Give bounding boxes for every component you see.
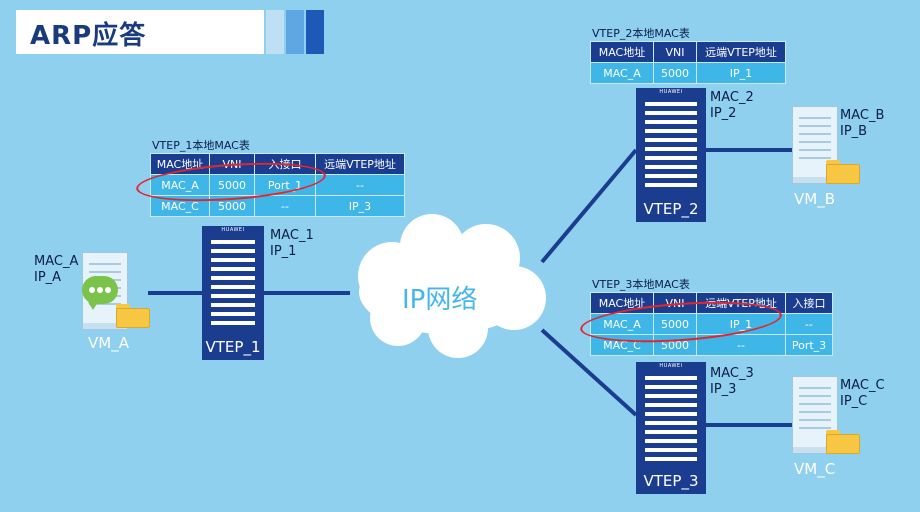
link-cloud-vtep3 [540, 328, 638, 417]
folder-icon [116, 304, 150, 328]
vtep3-table-caption: VTEP_3本地MAC表 [592, 278, 690, 291]
table-cell: IP_3 [315, 195, 405, 217]
table-cell: Port_3 [785, 334, 833, 356]
vtep2-label: VTEP_2 [643, 200, 699, 218]
table-cell: MAC_A [590, 62, 654, 84]
vtep2-switch: HUAWEI VTEP_2 [636, 88, 706, 222]
table-header: 入接口 [254, 153, 316, 175]
cloud-label: IP网络 [402, 285, 478, 315]
vmb-ip: IP_B [840, 124, 868, 139]
link-cloud-vtep2 [540, 148, 638, 264]
table-cell: 5000 [653, 313, 697, 335]
table-cell: 5000 [209, 195, 255, 217]
table-cell: MAC_A [590, 313, 654, 335]
table-header-row: MAC地址 VNI 远端VTEP地址 [590, 41, 786, 63]
vtep3-mac: MAC_3 [710, 366, 754, 381]
vmc-label: VM_C [794, 460, 836, 478]
folder-icon [826, 430, 860, 454]
vtep1-table-caption: VTEP_1本地MAC表 [152, 139, 250, 152]
server-icon [792, 106, 838, 184]
folder-icon [826, 160, 860, 184]
table-header: MAC地址 [590, 292, 654, 314]
vtep2-address: MAC_2 IP_2 [710, 90, 754, 122]
table-row: MAC_A 5000 Port_1 -- [150, 174, 405, 196]
table-cell: -- [254, 195, 316, 217]
table-cell: -- [315, 174, 405, 196]
vma-label: VM_A [88, 334, 129, 352]
table-header-row: MAC地址 VNI 远端VTEP地址 入接口 [590, 292, 833, 314]
table-header: 远端VTEP地址 [315, 153, 405, 175]
vma-ip: IP_A [34, 270, 62, 285]
table-row: MAC_C 5000 -- IP_3 [150, 195, 405, 217]
table-header: VNI [653, 41, 697, 63]
brand-label: HUAWEI [221, 227, 245, 233]
table-cell: 5000 [209, 174, 255, 196]
title-background [16, 10, 264, 54]
vtep2-mac-table: MAC地址 VNI 远端VTEP地址 MAC_A 5000 IP_1 [590, 41, 786, 84]
vtep3-mac-table: MAC地址 VNI 远端VTEP地址 入接口 MAC_A 5000 IP_1 -… [590, 292, 833, 356]
table-cell: IP_1 [696, 62, 786, 84]
vtep1-mac-table: MAC地址 VNI 入接口 远端VTEP地址 MAC_A 5000 Port_1… [150, 153, 405, 217]
vtep1-ip: IP_1 [270, 244, 297, 259]
table-cell: MAC_C [590, 334, 654, 356]
page-title: ARP应答 [30, 21, 147, 51]
vtep1-label: VTEP_1 [205, 338, 261, 356]
vtep2-mac: MAC_2 [710, 90, 754, 105]
vmc-ip: IP_C [840, 394, 868, 409]
vma-mac: MAC_A [34, 254, 79, 269]
table-row: MAC_C 5000 -- Port_3 [590, 334, 833, 356]
table-cell: MAC_C [150, 195, 210, 217]
vtep3-switch: HUAWEI VTEP_3 [636, 362, 706, 494]
table-row: MAC_A 5000 IP_1 [590, 62, 786, 84]
vtep3-label: VTEP_3 [643, 472, 699, 490]
title-stripe [286, 10, 304, 54]
vtep2-ip: IP_2 [710, 106, 737, 121]
table-header: VNI [209, 153, 255, 175]
vtep3-ip: IP_3 [710, 382, 737, 397]
chat-bubble-icon [82, 276, 118, 310]
table-header: 远端VTEP地址 [696, 41, 786, 63]
title-stripe [306, 10, 324, 54]
brand-label: HUAWEI [659, 89, 683, 95]
table-header-row: MAC地址 VNI 入接口 远端VTEP地址 [150, 153, 405, 175]
table-header: 入接口 [785, 292, 833, 314]
table-cell: 5000 [653, 334, 697, 356]
vtep1-switch: HUAWEI VTEP_1 [202, 226, 264, 360]
brand-label: HUAWEI [659, 363, 683, 369]
vtep3-address: MAC_3 IP_3 [710, 366, 754, 398]
vma-address: MAC_A IP_A [34, 254, 78, 286]
table-cell: MAC_A [150, 174, 210, 196]
vmb-mac: MAC_B [840, 108, 885, 123]
vtep2-table-caption: VTEP_2本地MAC表 [592, 27, 690, 40]
table-cell: -- [696, 334, 786, 356]
vmb-label: VM_B [794, 190, 835, 208]
vmc-address: MAC_C IP_C [840, 378, 885, 410]
table-header: 远端VTEP地址 [696, 292, 786, 314]
vtep1-mac: MAC_1 [270, 228, 314, 243]
table-header: MAC地址 [590, 41, 654, 63]
title-stripe [266, 10, 284, 54]
vmc-mac: MAC_C [840, 378, 885, 393]
table-cell: 5000 [653, 62, 697, 84]
vtep1-address: MAC_1 IP_1 [270, 228, 314, 260]
cloud-icon [358, 214, 546, 358]
table-cell: -- [785, 313, 833, 335]
title-bar: ARP应答 [16, 10, 324, 54]
vmb-address: MAC_B IP_B [840, 108, 884, 140]
